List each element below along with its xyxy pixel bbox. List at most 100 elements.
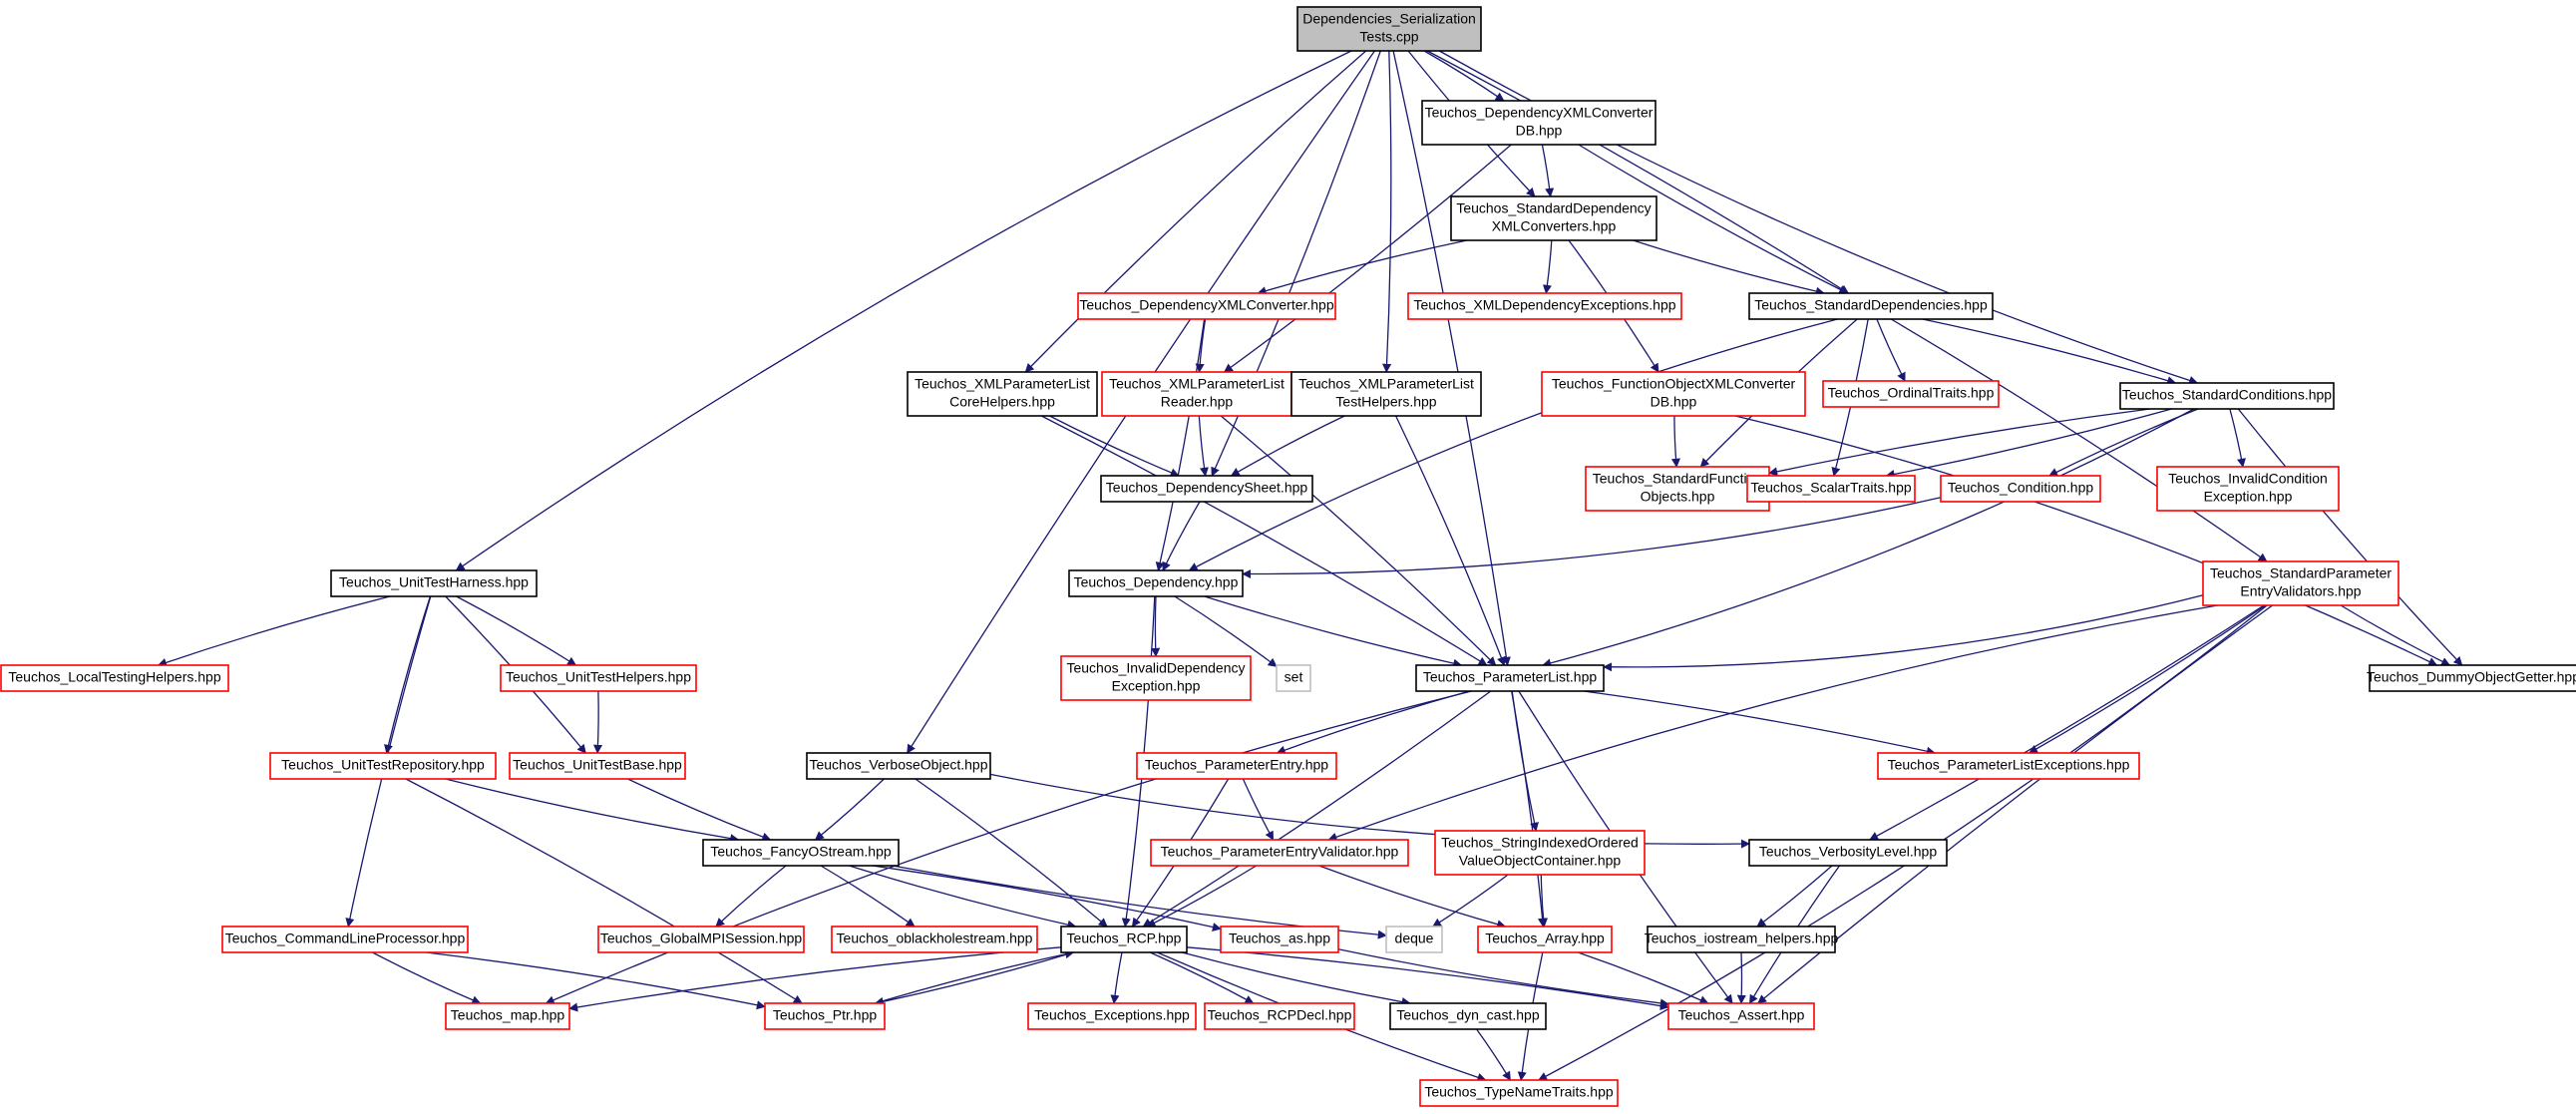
- edge-unittestharness-to-unittestrepo: [384, 595, 432, 754]
- node-unittestrepo[interactable]: Teuchos_UnitTestRepository.hpp: [269, 752, 497, 780]
- node-label: Teuchos_OrdinalTraits.hpp: [1828, 385, 1995, 401]
- edge-depxmlconvdb-to-stddeps: [1578, 144, 1849, 294]
- node-unittestharness[interactable]: Teuchos_UnitTestHarness.hpp: [330, 569, 538, 597]
- edge-stdparamval-to-paramentryval: [1327, 604, 2218, 842]
- node-typename[interactable]: Teuchos_TypeNameTraits.hpp: [1419, 1079, 1619, 1107]
- node-ordinal[interactable]: Teuchos_OrdinalTraits.hpp: [1822, 380, 2000, 408]
- edge-stddepxmlconv-to-xmldepexc: [1542, 239, 1553, 294]
- edge-root-to-stddeps: [1426, 50, 1850, 294]
- node-paramlist[interactable]: Teuchos_ParameterList.hpp: [1415, 664, 1605, 692]
- edge-root-to-xmlpltest: [1382, 50, 1392, 373]
- edge-stdconds-to-stdfunc: [1768, 408, 2151, 477]
- edge-unittestrepo-to-ptr: [405, 778, 803, 1004]
- edge-rcp-to-dyncast: [1182, 951, 1411, 1007]
- node-label: Teuchos_StandardParameter: [2210, 565, 2392, 581]
- node-assert[interactable]: Teuchos_Assert.hpp: [1667, 1002, 1815, 1030]
- node-label: Teuchos_ParameterEntryValidator.hpp: [1161, 844, 1399, 860]
- node-localtest[interactable]: Teuchos_LocalTestingHelpers.hpp: [0, 664, 229, 692]
- node-fancyostream[interactable]: Teuchos_FancyOStream.hpp: [702, 839, 900, 867]
- edge-paramentryval-to-rcp: [1146, 865, 1258, 928]
- node-label: Teuchos_Assert.hpp: [1678, 1007, 1805, 1023]
- node-paramentry[interactable]: Teuchos_ParameterEntry.hpp: [1136, 752, 1337, 780]
- node-label: CoreHelpers.hpp: [949, 394, 1055, 410]
- node-box: [1746, 475, 1916, 503]
- node-box: [1389, 1002, 1547, 1030]
- edge-stddeps-to-ordinal: [1876, 318, 1906, 382]
- node-label: Teuchos_ParameterList.hpp: [1423, 669, 1598, 685]
- node-stddepxmlconv[interactable]: Teuchos_StandardDependencyXMLConverters.…: [1450, 195, 1657, 241]
- node-label: Teuchos_InvalidCondition: [2168, 471, 2328, 487]
- node-map[interactable]: Teuchos_map.hpp: [445, 1002, 570, 1030]
- node-paramentryval[interactable]: Teuchos_ParameterEntryValidator.hpp: [1150, 839, 1409, 867]
- node-stdparamval[interactable]: Teuchos_StandardParameterEntryValidators…: [2202, 560, 2399, 606]
- node-depsheet[interactable]: Teuchos_DependencySheet.hpp: [1100, 475, 1313, 503]
- node-set[interactable]: set: [1276, 664, 1311, 692]
- node-label: Tests.cpp: [1359, 29, 1418, 45]
- edge-root-to-paramlist: [1392, 50, 1511, 666]
- node-box: [806, 752, 991, 780]
- node-unittesthelpers[interactable]: Teuchos_UnitTestHelpers.hpp: [500, 664, 697, 692]
- node-depxmlconv[interactable]: Teuchos_DependencyXMLConverter.hpp: [1077, 292, 1336, 320]
- edge-rcp-to-map: [568, 946, 1062, 1012]
- node-label: TestHelpers.hpp: [1335, 394, 1436, 410]
- node-label: Teuchos_Ptr.hpp: [773, 1007, 878, 1023]
- node-stddeps[interactable]: Teuchos_StandardDependencies.hpp: [1748, 292, 1994, 320]
- node-box: [1667, 1002, 1815, 1030]
- edge-paramlist-to-paramentry: [1276, 690, 1470, 755]
- node-dummyobj[interactable]: Teuchos_DummyObjectGetter.hpp: [2367, 664, 2576, 692]
- node-cmdline[interactable]: Teuchos_CommandLineProcessor.hpp: [221, 926, 469, 953]
- edge-unittestharness-to-localtest: [157, 595, 391, 667]
- node-array[interactable]: Teuchos_Array.hpp: [1477, 926, 1613, 953]
- node-label: ValueObjectContainer.hpp: [1459, 853, 1622, 869]
- node-verboseobj[interactable]: Teuchos_VerboseObject.hpp: [806, 752, 991, 780]
- node-box: [1877, 752, 2140, 780]
- node-box: [831, 926, 1038, 953]
- node-rcpdecl[interactable]: Teuchos_RCPDecl.hpp: [1204, 1002, 1355, 1030]
- node-box: [2202, 560, 2399, 606]
- node-globalmpi[interactable]: Teuchos_GlobalMPISession.hpp: [597, 926, 805, 953]
- node-label: Teuchos_FunctionObjectXMLConverter: [1552, 376, 1796, 392]
- node-unittestbase[interactable]: Teuchos_UnitTestBase.hpp: [509, 752, 686, 780]
- node-oblackhole[interactable]: Teuchos_oblackholestream.hpp: [831, 926, 1038, 953]
- node-dependency[interactable]: Teuchos_Dependency.hpp: [1068, 569, 1244, 597]
- edge-funcobjxml-to-dummyobj: [1734, 415, 2438, 666]
- node-iostreamhelpers[interactable]: Teuchos_iostream_helpers.hpp: [1645, 926, 1839, 953]
- node-label: Teuchos_StandardDependency: [1456, 200, 1651, 216]
- edge-depxmlconv-to-dependency: [1155, 318, 1206, 571]
- node-box: [1296, 6, 1482, 52]
- node-exceptions[interactable]: Teuchos_Exceptions.hpp: [1027, 1002, 1197, 1030]
- edge-dependency-to-paramlist: [1204, 595, 1463, 668]
- node-label: Teuchos_XMLDependencyExceptions.hpp: [1413, 297, 1675, 313]
- node-box: [1204, 1002, 1355, 1030]
- node-label: Exception.hpp: [1112, 678, 1201, 694]
- node-label: Teuchos_UnitTestHelpers.hpp: [506, 669, 691, 685]
- node-box: [597, 926, 805, 953]
- node-label: Exception.hpp: [2204, 489, 2293, 505]
- node-rcp[interactable]: Teuchos_RCP.hpp: [1060, 926, 1188, 953]
- node-verbositylevel[interactable]: Teuchos_VerbosityLevel.hpp: [1748, 839, 1948, 867]
- node-dyncast[interactable]: Teuchos_dyn_cast.hpp: [1389, 1002, 1547, 1030]
- node-label: Teuchos_DependencyXMLConverter.hpp: [1079, 297, 1333, 313]
- node-deque[interactable]: deque: [1385, 926, 1443, 953]
- node-as[interactable]: Teuchos_as.hpp: [1220, 926, 1339, 953]
- edge-stddepxmlconv-to-stddeps: [1633, 239, 1825, 296]
- node-label: Teuchos_InvalidDependency: [1066, 660, 1245, 676]
- node-box: [1290, 371, 1482, 417]
- nodes-layer: Dependencies_SerializationTests.cppTeuch…: [0, 6, 2576, 1107]
- node-stringindexed[interactable]: Teuchos_StringIndexedOrderedValueObjectC…: [1434, 830, 1646, 876]
- node-ptr[interactable]: Teuchos_Ptr.hpp: [764, 1002, 886, 1030]
- node-scalar[interactable]: Teuchos_ScalarTraits.hpp: [1746, 475, 1916, 503]
- node-plexc[interactable]: Teuchos_ParameterListExceptions.hpp: [1877, 752, 2140, 780]
- node-xmldepexc[interactable]: Teuchos_XMLDependencyExceptions.hpp: [1407, 292, 1682, 320]
- node-condition[interactable]: Teuchos_Condition.hpp: [1940, 475, 2101, 503]
- node-stdconds[interactable]: Teuchos_StandardConditions.hpp: [2119, 382, 2335, 410]
